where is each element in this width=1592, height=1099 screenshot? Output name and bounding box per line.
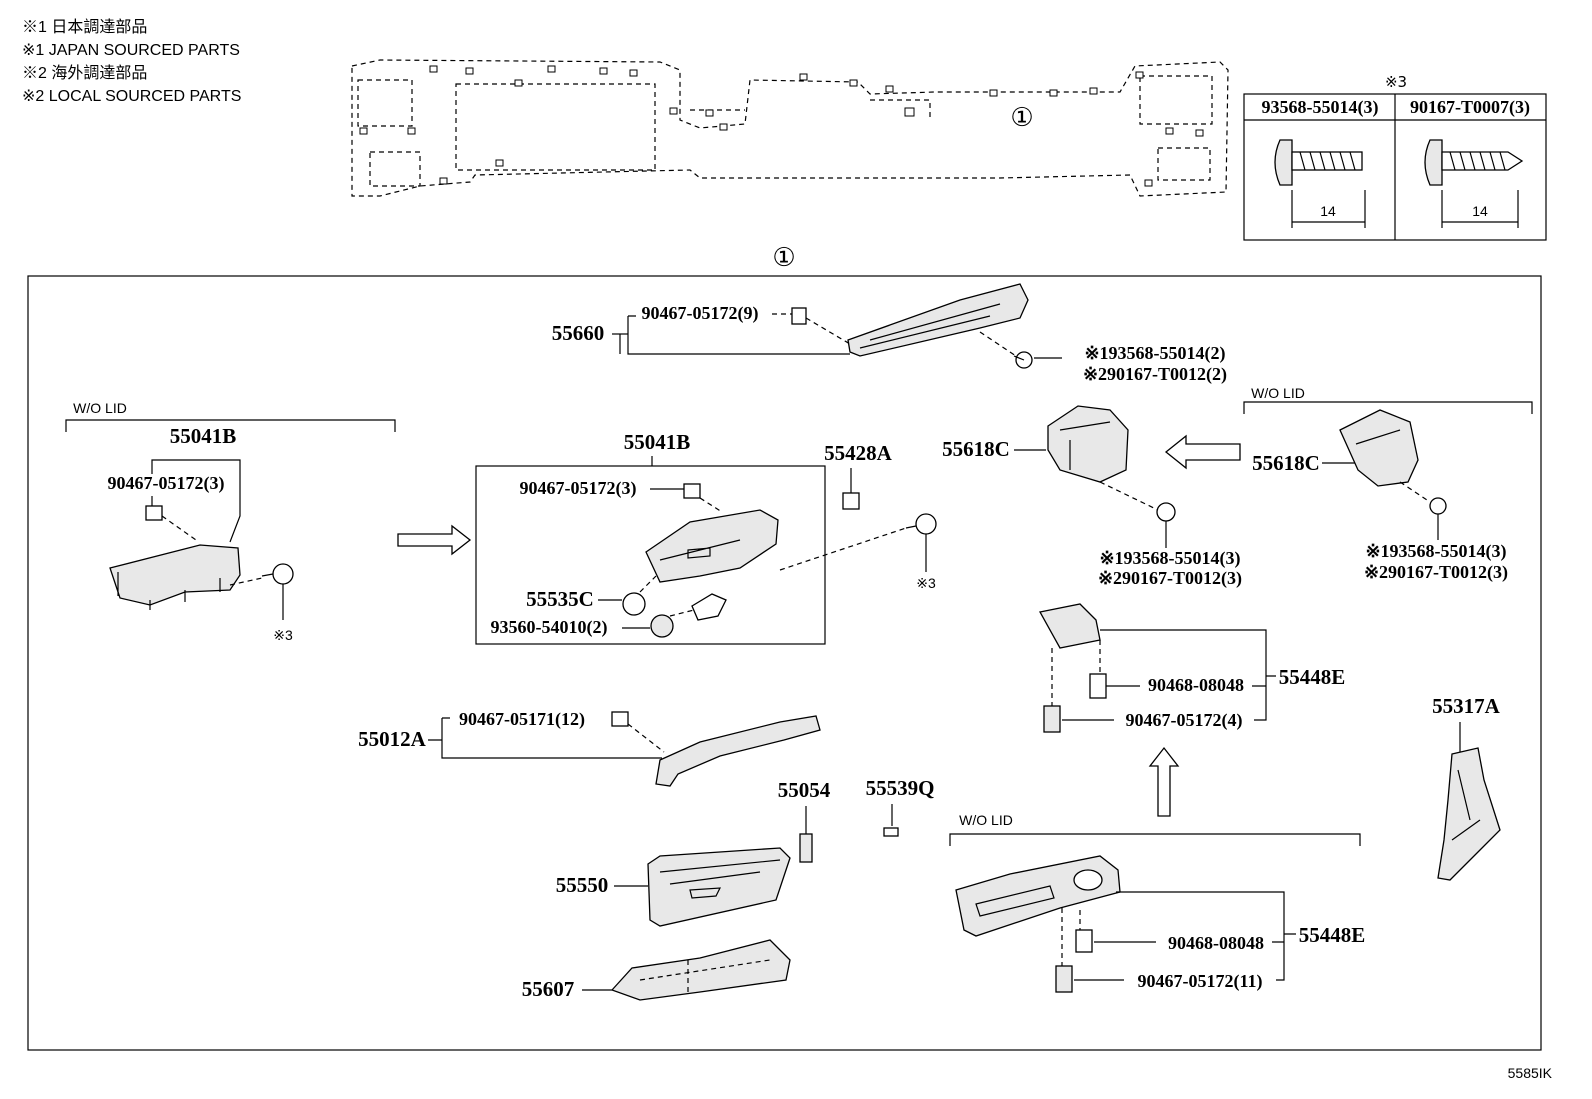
label-55012a: 55012A	[358, 727, 427, 751]
main-frame	[27, 275, 1542, 1051]
label-star3-right: ※3	[916, 575, 936, 591]
part-55448e-lower	[955, 855, 1296, 993]
screw-icon	[779, 513, 937, 572]
label-55448e-upper: 55448E	[1279, 665, 1346, 689]
label-55660: 55660	[552, 321, 605, 345]
part-55618c-right	[1322, 409, 1447, 540]
label-55607: 55607	[522, 977, 575, 1001]
label-55618c-right-screw-2: ※290167-T0012(3)	[1364, 562, 1508, 583]
label-90467-05172-3-left: 90467-05172(3)	[108, 473, 225, 494]
label-93560-54010-2: 93560-54010(2)	[491, 617, 608, 638]
part-55428a	[842, 492, 860, 510]
ref-marker: ①	[1010, 103, 1033, 133]
label-90467-05172-4: 90467-05172(4)	[1126, 710, 1243, 731]
label-55618c-right-screw-1: ※193568-55014(3)	[1365, 541, 1506, 562]
label-90467-05172-11: 90467-05172(11)	[1138, 971, 1263, 992]
label-55618c-screw-1: ※193568-55014(3)	[1099, 548, 1240, 569]
part-55618c-left	[1014, 405, 1176, 548]
instrument-panel-outline	[351, 59, 1229, 197]
fastener-col1-header: 93568-55014(3)	[1262, 97, 1379, 118]
arrow-left-icon	[1164, 434, 1241, 470]
label-90467-05172-9: 90467-05172(9)	[642, 303, 759, 324]
label-90468-08048-lower: 90468-08048	[1168, 933, 1264, 953]
label-90468-08048-upper: 90468-08048	[1148, 675, 1244, 695]
part-55012a	[428, 711, 821, 787]
label-star3-left: ※3	[273, 627, 293, 643]
label-55539q: 55539Q	[866, 776, 935, 800]
part-55607	[582, 939, 791, 1001]
group-marker: ①	[772, 243, 795, 273]
label-55618c-screw-2: ※290167-T0012(3)	[1098, 568, 1242, 589]
label-55041b-left: 55041B	[170, 424, 237, 448]
part-55054	[799, 833, 813, 863]
wo-lid-bracket-2	[1243, 401, 1533, 414]
label-55054: 55054	[778, 778, 831, 802]
part-55539q	[883, 827, 899, 837]
part-55448e-upper	[1038, 603, 1276, 733]
part-55041b-box	[598, 483, 779, 638]
label-55535c: 55535C	[526, 587, 594, 611]
label-55448e-lower: 55448E	[1299, 923, 1366, 947]
label-90467-05171-12: 90467-05171(12)	[459, 709, 585, 730]
fastener-dim2: 14	[1472, 203, 1488, 219]
part-55041b-left	[109, 459, 294, 620]
arrow-right-icon	[397, 524, 472, 556]
label-90467-05172-3-box: 90467-05172(3)	[520, 478, 637, 499]
fastener-dim1: 14	[1320, 203, 1336, 219]
label-55618c-left: 55618C	[942, 437, 1010, 461]
label-55041b-box: 55041B	[624, 430, 691, 454]
wo-lid-label-3: W/O LID	[959, 812, 1013, 828]
instrument-panel-clips	[359, 65, 1204, 187]
fastener-table-header: ※3	[1385, 73, 1407, 91]
label-55660-screw-2: ※290167-T0012(2)	[1083, 364, 1227, 385]
wo-lid-bracket-1	[65, 419, 396, 432]
note-line: ※1 JAPAN SOURCED PARTS	[22, 42, 240, 59]
label-55618c-right: 55618C	[1252, 451, 1320, 475]
fastener-col2-header: 90167-T0007(3)	[1410, 97, 1530, 118]
label-55317a: 55317A	[1432, 694, 1501, 718]
screw-icon	[1274, 139, 1366, 228]
part-55317a	[1437, 722, 1501, 881]
label-55428a: 55428A	[824, 441, 893, 465]
wo-lid-label-2: W/O LID	[1251, 385, 1305, 401]
fastener-table: ※3 93568-55014(3) 90167-T0007(3) 14 14	[1243, 73, 1547, 241]
part-55550	[614, 847, 791, 927]
tapping-screw-icon	[1424, 139, 1524, 228]
label-55550: 55550	[556, 873, 609, 897]
part-55660	[612, 283, 1062, 369]
label-55660-screw-1: ※193568-55014(2)	[1084, 343, 1225, 364]
wo-lid-bracket-3	[949, 833, 1361, 846]
notes-legend: ※1 日本調達部品 ※1 JAPAN SOURCED PARTS ※2 海外調達…	[22, 16, 241, 108]
note-line: ※2 LOCAL SOURCED PARTS	[22, 88, 242, 105]
note-line: ※2 海外調達部品	[22, 65, 148, 82]
arrow-up-icon	[1148, 746, 1180, 817]
wo-lid-label-1: W/O LID	[73, 400, 127, 416]
diagram-code: 5585IK	[1508, 1065, 1553, 1081]
note-line: ※1 日本調達部品	[22, 19, 148, 36]
